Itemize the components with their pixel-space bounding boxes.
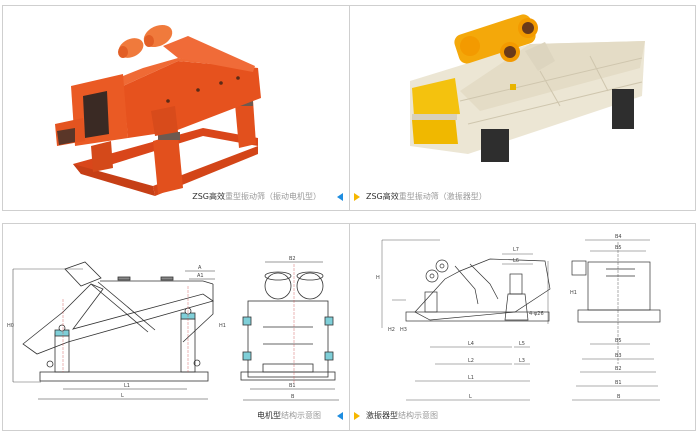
svg-text:L7: L7: [513, 247, 519, 253]
svg-text:B: B: [617, 394, 621, 400]
svg-text:B5: B5: [615, 338, 622, 344]
dim-label-L: L: [121, 393, 124, 399]
caption-exciter-type[interactable]: ZSG高效重型振动筛（激振器型）: [366, 192, 487, 201]
svg-text:L2: L2: [468, 358, 474, 364]
svg-text:B: B: [291, 394, 295, 400]
prev-arrow-icon[interactable]: [337, 193, 343, 201]
svg-text:4-φ26: 4-φ26: [529, 311, 544, 317]
svg-text:H3: H3: [400, 327, 407, 333]
svg-text:A: A: [198, 265, 202, 271]
svg-text:L6: L6: [513, 258, 519, 264]
svg-text:B1: B1: [615, 380, 622, 386]
svg-text:B3: B3: [615, 353, 622, 359]
product-panel-exciter-type[interactable]: ZSG高效重型振动筛（激振器型）: [349, 5, 696, 211]
svg-text:B1: B1: [289, 383, 296, 389]
svg-text:L4: L4: [468, 341, 474, 347]
svg-text:L3: L3: [519, 358, 525, 364]
svg-text:H1: H1: [219, 323, 226, 329]
exciter-type-machine-image: [410, 14, 645, 162]
motor-type-structure-diagram: L1 L A A1 H0 H1 B2 B1 B: [7, 256, 339, 401]
next-arrow-icon[interactable]: [354, 412, 360, 420]
prev-arrow-icon[interactable]: [337, 412, 343, 420]
next-arrow-icon[interactable]: [354, 193, 360, 201]
caption-motor-type-diagram[interactable]: 电机型结构示意图: [257, 411, 321, 420]
dim-label-L1: L1: [124, 383, 130, 389]
svg-text:H2: H2: [388, 327, 395, 333]
svg-text:L: L: [469, 394, 472, 400]
svg-text:H: H: [376, 275, 380, 281]
svg-text:B2: B2: [615, 366, 622, 372]
svg-text:B4: B4: [615, 234, 622, 240]
product-panel-motor-type[interactable]: ZSG高效重型振动筛（振动电机型）: [2, 5, 350, 211]
caption-exciter-type-diagram[interactable]: 激振器型结构示意图: [366, 411, 438, 420]
svg-text:H1: H1: [570, 290, 577, 296]
caption-motor-type[interactable]: ZSG高效重型振动筛（振动电机型）: [192, 192, 321, 201]
diagram-panel-exciter-type[interactable]: H H2 H3 L7 L6 4-φ26 H1 L4 L5 L2 L3 L1 L: [349, 223, 696, 431]
svg-text:H0: H0: [7, 323, 14, 329]
exciter-type-structure-diagram: H H2 H3 L7 L6 4-φ26 H1 L4 L5 L2 L3 L1 L: [376, 234, 661, 401]
svg-text:B2: B2: [289, 256, 296, 262]
motor-type-machine-image: [55, 24, 261, 196]
svg-text:A1: A1: [197, 273, 204, 279]
svg-text:L5: L5: [519, 341, 525, 347]
diagram-panel-motor-type[interactable]: L1 L A A1 H0 H1 B2 B1 B 电机型结构示意图: [2, 223, 350, 431]
svg-text:B5: B5: [615, 245, 622, 251]
svg-text:L1: L1: [468, 375, 474, 381]
